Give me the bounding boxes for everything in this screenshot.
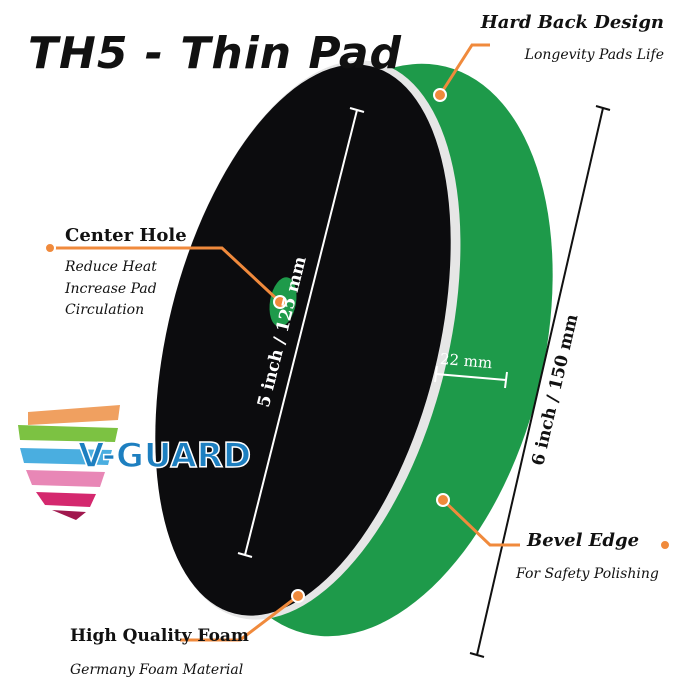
- center-hole-line: Circulation: [65, 302, 145, 318]
- callout-lines: [50, 43, 520, 642]
- hard-back-sub: Longevity Pads Life: [524, 47, 664, 63]
- center-hole-heading: Center Hole: [65, 225, 187, 246]
- callout-dot-hard-back: [433, 88, 447, 102]
- hard-back-heading: Hard Back Design: [480, 12, 664, 33]
- center-hole-line: Reduce Heat: [65, 259, 157, 275]
- bevel-edge-heading: Bevel Edge: [527, 530, 640, 551]
- callout-dot-bevel: [436, 493, 450, 507]
- callout-end-dot: [659, 539, 671, 551]
- foam-heading: High Quality Foam: [70, 626, 249, 646]
- outer-dimension-line: [469, 105, 611, 658]
- center-hole-line: Increase Pad: [65, 281, 157, 297]
- logo-text: V-GUARD: [78, 436, 251, 476]
- bevel-edge-sub: For Safety Polishing: [516, 566, 659, 582]
- callout-dot-foam: [291, 589, 305, 603]
- hook-loop-face: [155, 64, 451, 616]
- callout-dot-center-hole: [273, 295, 287, 309]
- thickness-dimension-line: [434, 365, 508, 389]
- callout-end-dot: [44, 242, 56, 254]
- v-guard-logo: V-GUARD: [18, 405, 252, 520]
- foam-sub: Germany Foam Material: [70, 662, 244, 678]
- inner-dimension-line: [237, 107, 365, 558]
- page-title: TH5 - Thin Pad: [28, 28, 403, 79]
